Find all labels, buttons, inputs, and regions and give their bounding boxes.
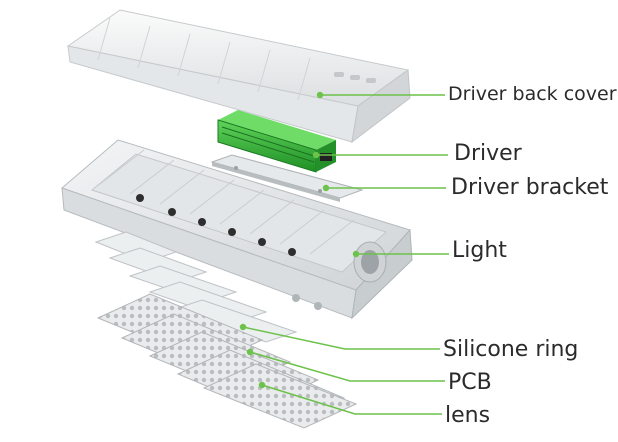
light-housing	[61, 139, 413, 320]
label-light: Light	[452, 238, 507, 263]
label-driver-bracket: Driver bracket	[451, 175, 609, 200]
label-driver-back-cover: Driver back cover	[448, 83, 617, 105]
driver-module	[217, 110, 336, 173]
leader-silicone-ring	[239, 323, 440, 350]
label-pcb: PCB	[448, 370, 492, 395]
label-driver: Driver	[454, 141, 522, 166]
label-silicone-ring: Silicone ring	[443, 337, 579, 362]
leader-driver-bracket	[322, 184, 446, 192]
driver-back-cover	[66, 9, 411, 144]
label-lens: lens	[445, 403, 491, 428]
leader-pcb	[246, 348, 445, 382]
leader-driver-back-cover	[316, 91, 445, 99]
leader-driver	[312, 151, 448, 159]
leader-light	[352, 250, 449, 258]
leader-lens	[258, 381, 442, 415]
